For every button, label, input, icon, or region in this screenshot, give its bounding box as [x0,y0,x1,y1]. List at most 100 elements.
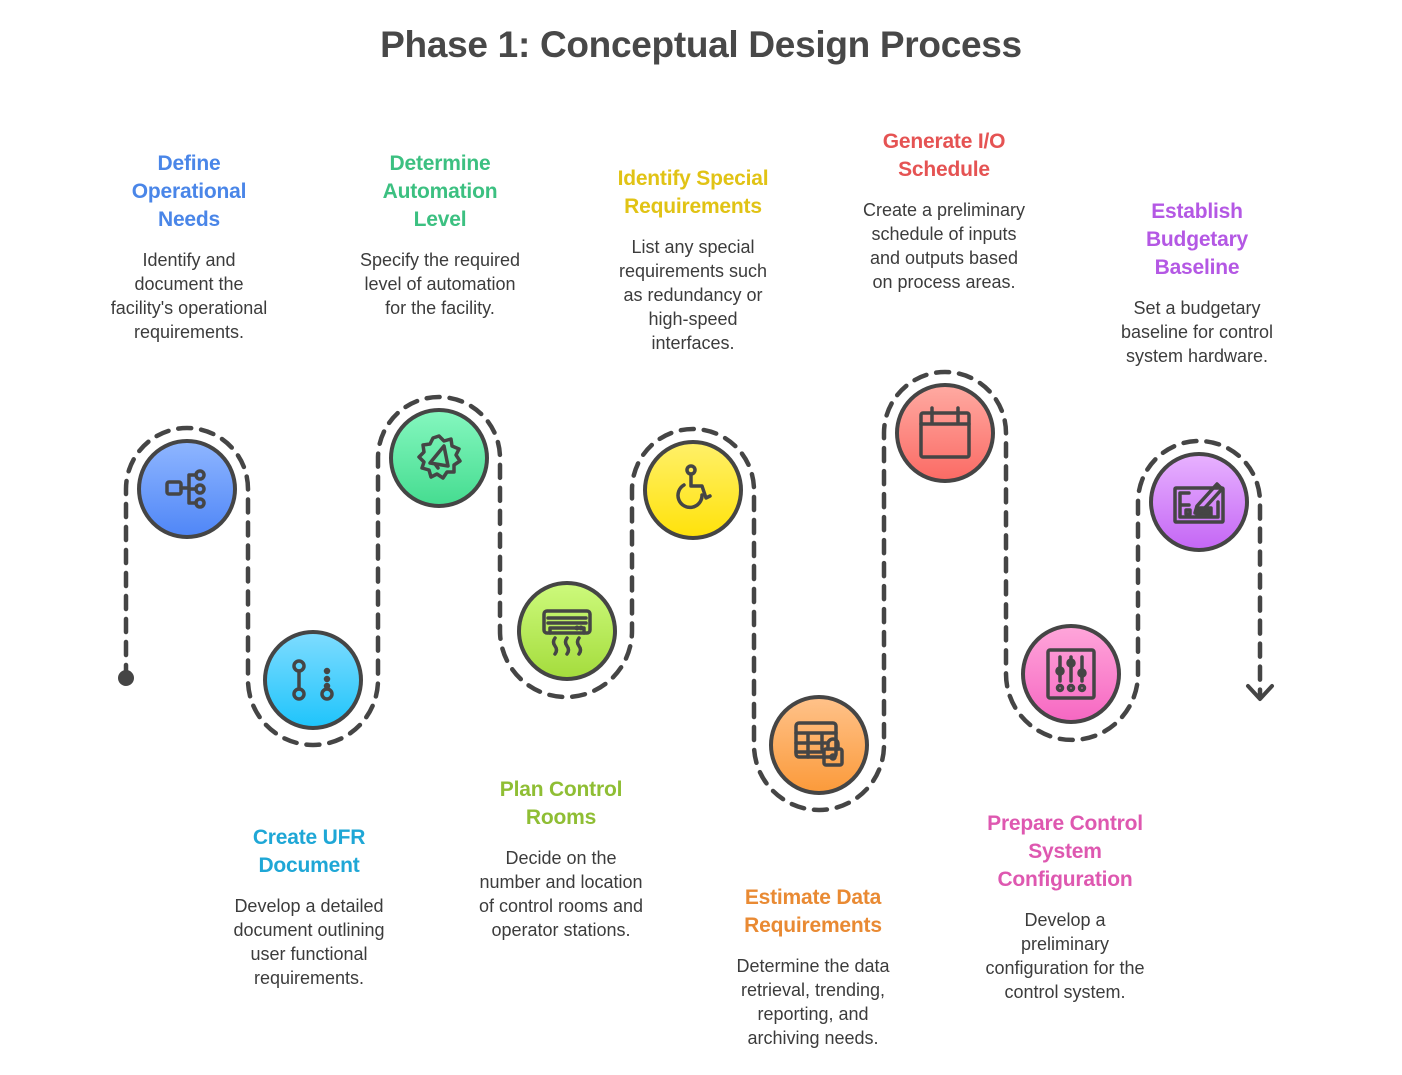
step-description-line: system hardware. [1125,346,1269,366]
step-description-line: of control rooms and [478,896,644,916]
step-title-line: Generate I/O [882,130,1006,153]
step-description: Identify and document the facility's opera… [84,248,294,344]
step-description-line: on process areas. [872,272,1016,292]
calendar-icon [919,406,971,459]
hierarchy-icon [165,469,206,509]
step-description: Determine the data retrieval, trending, re… [708,954,918,1050]
path-end-arrow-icon [1246,684,1274,701]
step-node-2 [263,630,363,730]
step-node-9 [1149,452,1249,552]
step-node-3 [389,408,489,508]
step-description-line: retrieval, trending, [740,980,886,1000]
step-title-line: Configuration [997,868,1133,891]
step-title-line: Rooms [525,806,597,829]
step-description-line: Identify and [142,250,236,270]
step-title-line: Establish [1151,200,1243,223]
step-description-line: and outputs based [869,248,1019,268]
step-title-line: Level [413,208,467,231]
step-title-line: Requirements [624,195,762,218]
path-start-dot [118,670,134,686]
step-description-line: operator stations. [491,920,631,940]
step-description-line: baseline for control [1120,322,1274,342]
page-title: Phase 1: Conceptual Design Process [380,24,1022,65]
step-description-line: user functional [250,944,368,964]
step-circle [389,408,489,508]
step-title-line: Prepare Control [987,812,1143,835]
air-conditioner-icon [542,609,592,656]
step-description-line: high-speed [648,309,738,329]
step-circle [643,440,743,540]
step-title-line: Plan Control [499,778,623,801]
step-description-line: Determine the data [736,956,890,976]
step-title: Create UFR Document [204,824,414,880]
step-title-line: Define [157,152,221,175]
step-circle [769,695,869,795]
git-branch-icon [292,659,334,701]
step-description-line: Specify the required [359,250,521,270]
step-title-line: Requirements [744,914,882,937]
step-description-line: facility's operational [110,298,268,318]
step-description-line: document outlining [233,920,385,940]
step-title-line: Determine [389,152,491,175]
step-title-line: Automation [382,180,498,203]
step-circle [263,630,363,730]
step-description-line: control system. [1004,982,1126,1002]
step-title-line: Budgetary [1145,228,1249,251]
step-title-line: Estimate Data [744,886,882,909]
step-description-line: Set a budgetary [1133,298,1261,318]
step-circle [517,581,617,681]
step-description-line: as redundancy or [623,285,763,305]
blueprint-edit-icon [1173,482,1225,524]
step-title-line: System [1028,840,1102,863]
step-description-line: interfaces. [651,333,735,353]
step-description-line: Create a preliminary [862,200,1026,220]
sliders-icon [1046,648,1096,700]
step-description: Set a budgetary baseline for control syste… [1092,296,1302,368]
step-title-line: Operational [131,180,247,203]
step-node-5 [643,440,743,540]
step-title-line: Baseline [1154,256,1240,279]
gear-megaphone-icon [417,434,462,480]
step-title-line: Document [258,854,360,877]
step-description-line: for the facility. [385,298,495,318]
step-description-line: configuration for the [985,958,1145,978]
step-title-line: Create UFR [252,826,366,849]
step-circle [895,383,995,483]
step-description: Develop a preliminary configuration for th… [960,908,1170,1004]
step-description-line: requirements. [253,968,365,988]
step-description-line: archiving needs. [747,1028,879,1048]
step-node-6 [769,695,869,795]
dashed-connector-path [123,369,1263,813]
step-description: Specify the required level of automation f… [335,248,545,320]
table-lock-icon [794,721,844,767]
step-description-line: requirements such [618,261,768,281]
step-description-line: Decide on the [505,848,617,868]
step-description-line: List any special [631,237,755,257]
step-description-line: Develop a detailed [234,896,384,916]
step-description-line: Develop a [1024,910,1106,930]
step-description-line: preliminary [1020,934,1110,954]
step-description-line: document the [134,274,244,294]
step-description-line: schedule of inputs [871,224,1017,244]
step-description-line: reporting, and [757,1004,869,1024]
step-node-1 [137,439,237,539]
step-node-7 [895,383,995,483]
step-node-4 [517,581,617,681]
step-description: Create a preliminary schedule of inputs an… [839,198,1049,294]
wheelchair-icon [676,464,712,510]
step-title-line: Schedule [898,158,990,181]
step-description-line: level of automation [364,274,516,294]
